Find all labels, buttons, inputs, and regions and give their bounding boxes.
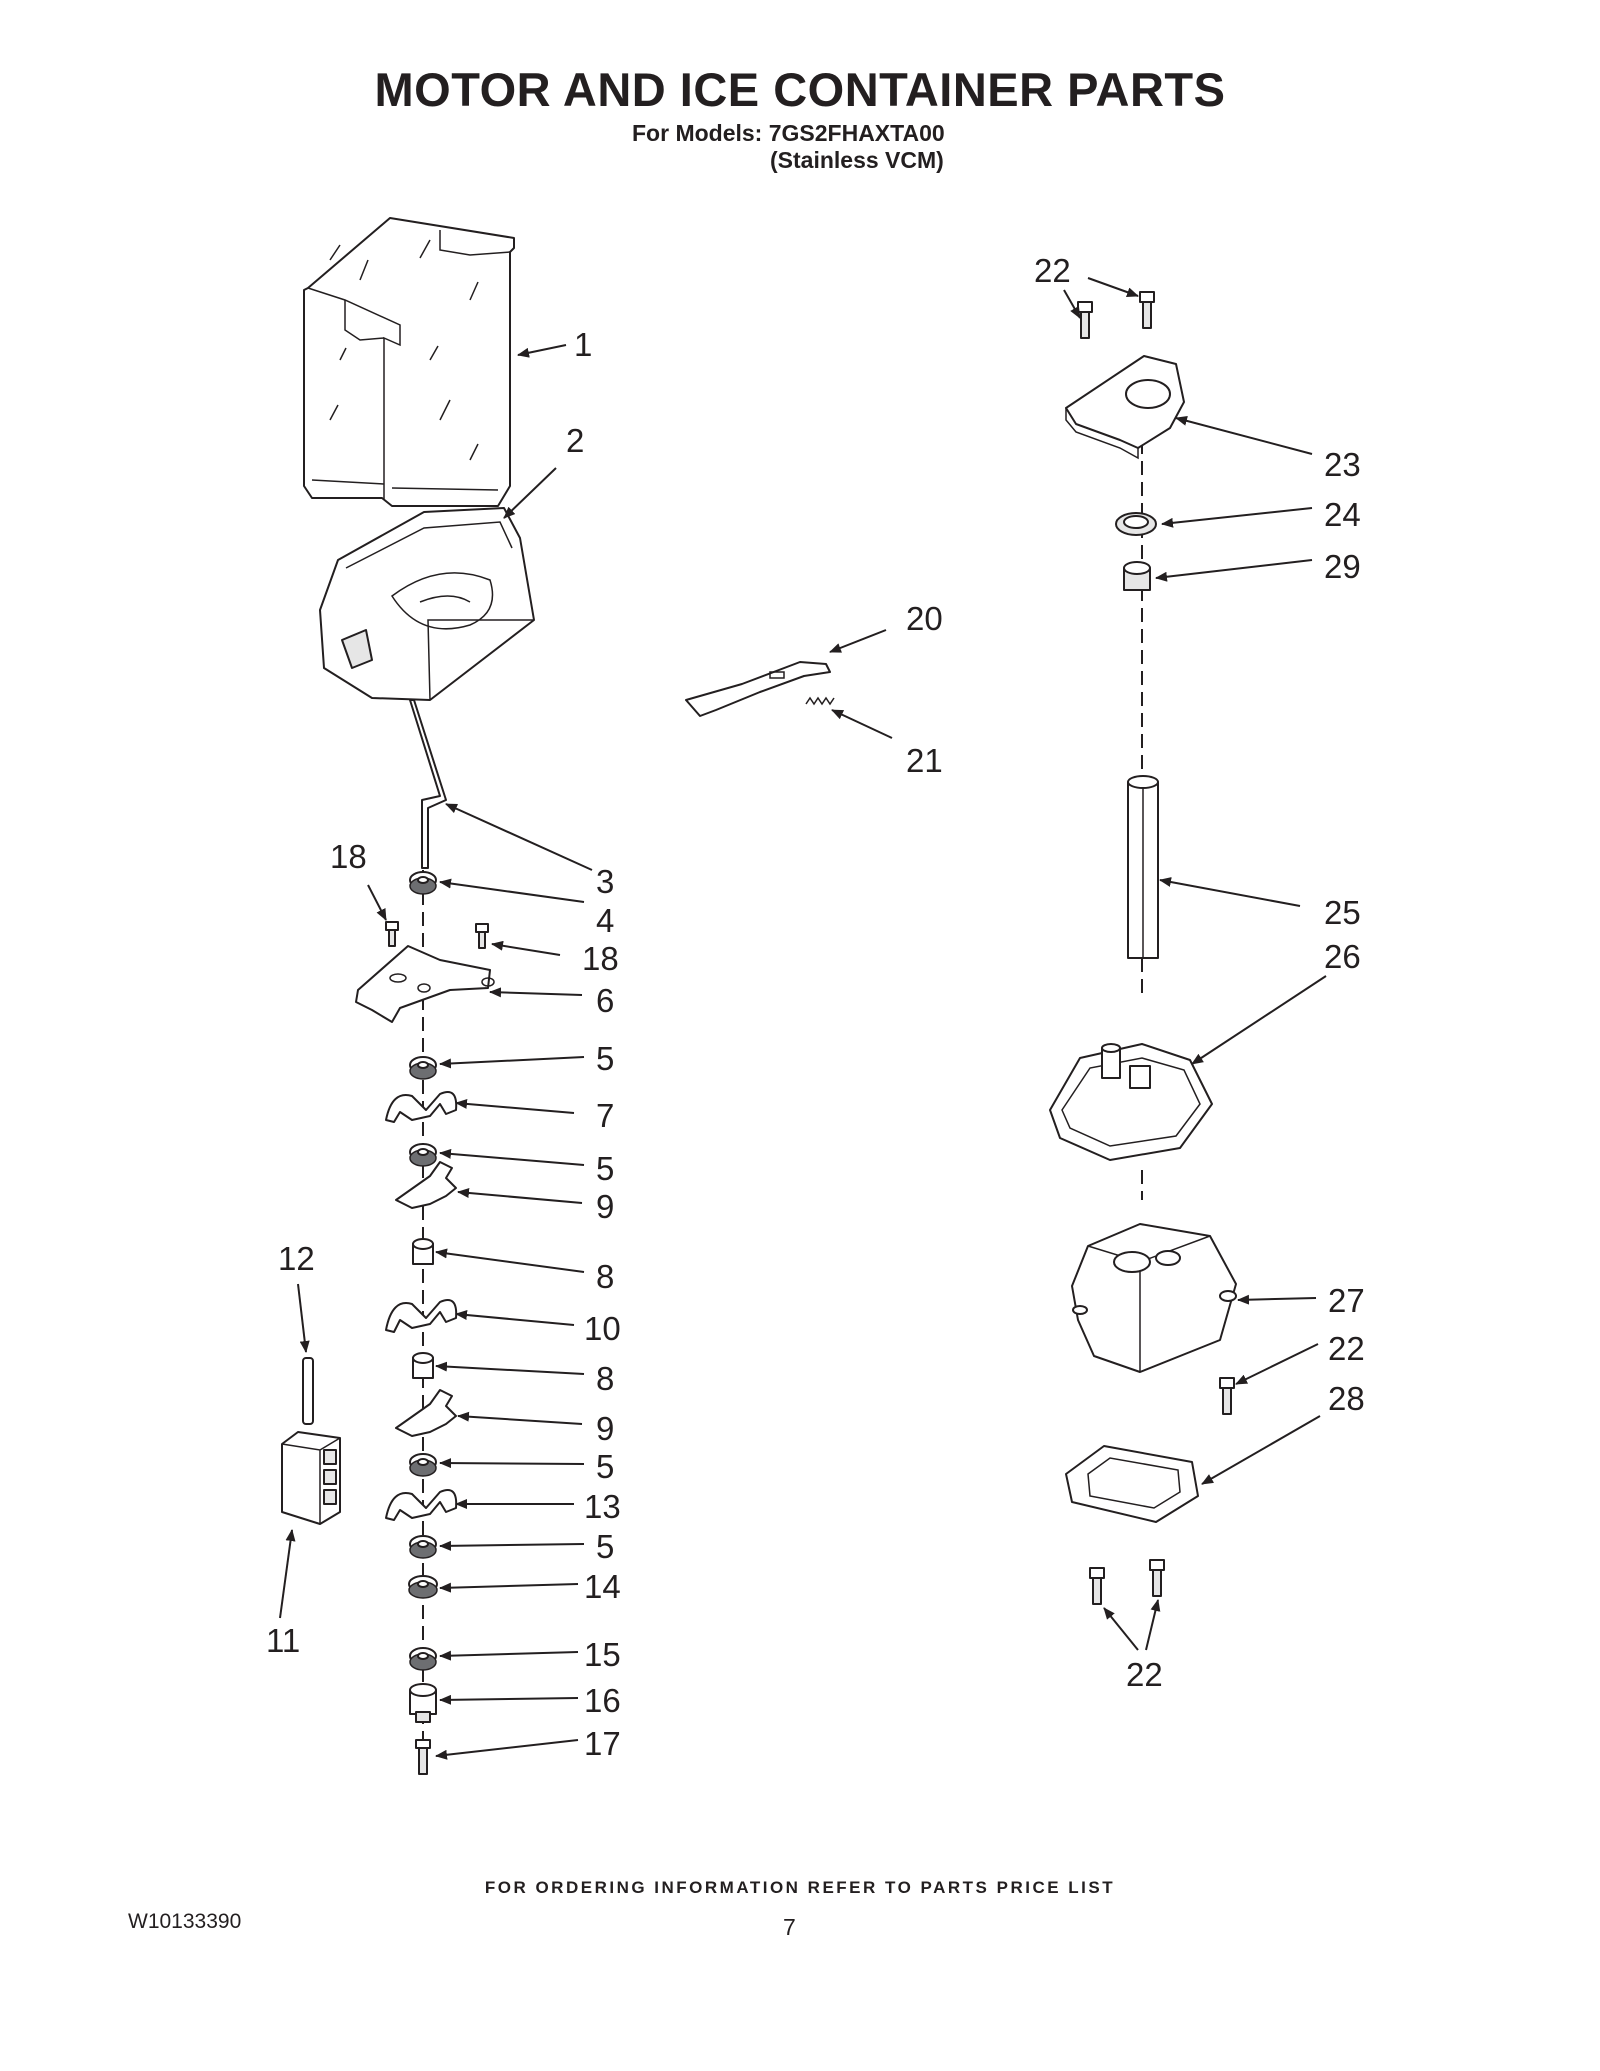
shaft-25 [1127, 775, 1159, 959]
callout-26: 26 [1324, 938, 1361, 975]
callout-6: 6 [596, 982, 614, 1019]
callout-2: 2 [566, 422, 584, 459]
callout-labels: 1 2 3 4 18 18 6 5 7 5 9 12 8 10 8 9 5 13… [266, 252, 1365, 1762]
callout-3: 3 [596, 863, 614, 900]
screw-22b [1139, 291, 1155, 329]
callout-15: 15 [584, 1636, 621, 1673]
washer-5d [409, 1535, 437, 1559]
washer-15 [409, 1647, 437, 1671]
callout-4: 4 [596, 902, 614, 939]
callout-1: 1 [574, 326, 592, 363]
screw-18a [385, 921, 399, 947]
leader-lines [279, 277, 1327, 1760]
callout-22b: 22 [1328, 1330, 1365, 1367]
screw-22c [1219, 1377, 1235, 1415]
cam-9b [395, 1389, 457, 1437]
cam-9a [395, 1161, 457, 1209]
callout-25: 25 [1324, 894, 1361, 931]
callout-5b: 5 [596, 1150, 614, 1187]
washer-5c [409, 1453, 437, 1477]
cam-7 [385, 1091, 458, 1123]
callout-18b: 18 [582, 940, 619, 977]
callout-27: 27 [1328, 1282, 1365, 1319]
callout-12: 12 [278, 1240, 315, 1277]
callout-5a: 5 [596, 1040, 614, 1077]
callout-13: 13 [584, 1488, 621, 1525]
callout-10: 10 [584, 1310, 621, 1347]
coupler-16 [409, 1683, 437, 1723]
document-number: W10133390 [128, 1910, 242, 1933]
cam-10 [385, 1299, 458, 1333]
screw-22d [1089, 1567, 1105, 1605]
screw-22e [1149, 1559, 1165, 1597]
bushing-8a [412, 1238, 434, 1265]
callout-11: 11 [266, 1622, 300, 1659]
model-variant: (Stainless VCM) [770, 147, 944, 173]
callout-16: 16 [584, 1682, 621, 1719]
washer-4 [409, 871, 437, 895]
callout-14: 14 [584, 1568, 621, 1605]
container-base [319, 507, 535, 701]
callout-9b: 9 [596, 1410, 614, 1447]
ice-container [303, 217, 515, 507]
callout-17: 17 [584, 1725, 621, 1762]
screw-22a [1077, 301, 1093, 339]
callout-22c: 22 [1126, 1656, 1163, 1693]
washer-24 [1115, 512, 1157, 536]
auger-rod [409, 699, 447, 869]
callout-5d: 5 [596, 1528, 614, 1565]
motor-cover-26 [1049, 1043, 1213, 1161]
callout-9a: 9 [596, 1188, 614, 1225]
models-line: For Models: 7GS2FHAXTA00 [632, 120, 945, 146]
mounting-plate [355, 945, 495, 1023]
bracket-23 [1065, 355, 1185, 460]
callout-29: 29 [1324, 548, 1361, 585]
motor-27 [1071, 1223, 1237, 1373]
lever-20 [685, 661, 831, 717]
page-number: 7 [783, 1914, 796, 1940]
callout-20: 20 [906, 600, 943, 637]
callout-18a: 18 [330, 838, 367, 875]
callout-5c: 5 [596, 1448, 614, 1485]
gasket-28 [1065, 1445, 1199, 1523]
callout-23: 23 [1324, 446, 1361, 483]
callout-24: 24 [1324, 496, 1361, 533]
page-title: MOTOR AND ICE CONTAINER PARTS [374, 63, 1226, 116]
clip-block-11 [281, 1431, 341, 1525]
washer-5a [409, 1056, 437, 1080]
ordering-note: FOR ORDERING INFORMATION REFER TO PARTS … [484, 1878, 1116, 1897]
washer-14 [408, 1575, 438, 1599]
model-info: For Models: 7GS2FHAXTA00 (Stainless VCM) [632, 120, 945, 174]
callout-8b: 8 [596, 1360, 614, 1397]
spring-21 [805, 696, 835, 706]
callout-7: 7 [596, 1097, 614, 1134]
bushing-29 [1123, 561, 1151, 591]
pin-12 [302, 1357, 314, 1425]
bushing-8b [412, 1352, 434, 1379]
callout-21: 21 [906, 742, 943, 779]
screw-18b [475, 923, 489, 949]
washer-5b [409, 1143, 437, 1167]
callout-28: 28 [1328, 1380, 1365, 1417]
cam-13 [385, 1489, 458, 1521]
callout-22a: 22 [1034, 252, 1071, 289]
callout-8a: 8 [596, 1258, 614, 1295]
screw-17 [415, 1739, 431, 1775]
